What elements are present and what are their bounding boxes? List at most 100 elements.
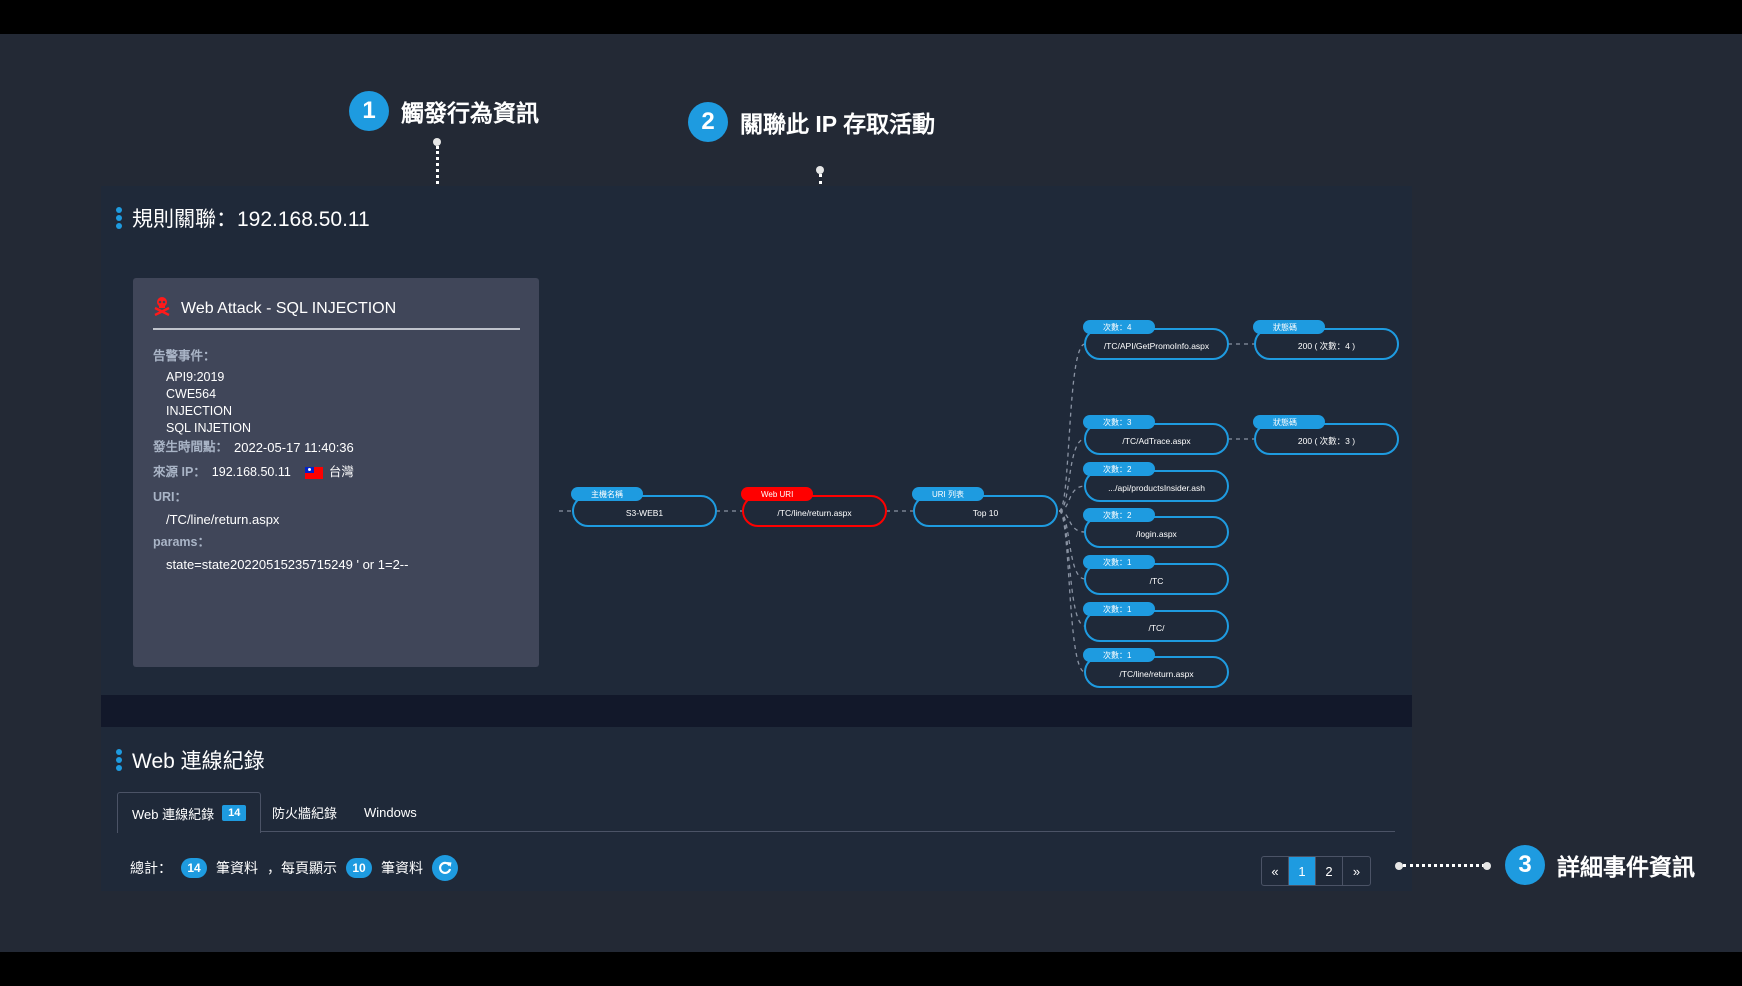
section-marker-icon xyxy=(116,207,122,229)
panel-separator xyxy=(101,695,1412,727)
pagination: « 1 2 » xyxy=(1261,856,1371,886)
node-text: /TC/line/return.aspx xyxy=(1119,669,1194,679)
node-body xyxy=(1084,328,1229,360)
alert-card-header: Web Attack - SQL INJECTION xyxy=(153,296,396,321)
tab-web-log[interactable]: Web 連線紀錄 14 xyxy=(117,792,262,833)
node-web-uri[interactable]: Web URI/TC/line/return.aspx xyxy=(741,487,887,527)
annotation-label: 關聯此 IP 存取活動 xyxy=(740,111,936,137)
graph-edge xyxy=(1058,510,1086,673)
node-text: /login.aspx xyxy=(1136,529,1177,539)
annotation-trigger-info: 1 觸發行為資訊 xyxy=(349,91,539,131)
uri-label: URI： xyxy=(153,490,188,504)
node-uri-item[interactable]: 次數：1/TC xyxy=(1083,555,1229,595)
pagination-next-button[interactable]: » xyxy=(1352,863,1361,879)
annotation-number-badge: 1 xyxy=(349,91,389,131)
node-body xyxy=(1084,563,1229,595)
node-tag xyxy=(912,487,984,501)
pagination-prev-button[interactable]: « xyxy=(1262,857,1289,885)
letterbox-bottom xyxy=(0,952,1742,986)
skull-crossbones-icon xyxy=(153,296,171,321)
divider xyxy=(153,328,520,330)
node-body xyxy=(572,495,717,527)
refresh-button[interactable] xyxy=(432,855,458,881)
annotation-label: 觸發行為資訊 xyxy=(401,100,539,126)
connector-dot xyxy=(816,166,824,174)
node-text: .../api/productsInsider.ash xyxy=(1108,483,1205,493)
tab-windows[interactable]: Windows xyxy=(350,792,431,832)
section-title-text: Web 連線紀錄 xyxy=(132,750,265,773)
graph-edge xyxy=(1058,438,1086,512)
records-label: 筆資料 xyxy=(216,860,258,876)
section-marker-icon xyxy=(116,749,122,771)
node-tag xyxy=(1253,415,1325,429)
annotation-label: 詳細事件資訊 xyxy=(1557,854,1695,880)
node-tag xyxy=(1253,320,1325,334)
source-ip-label: 來源 IP： xyxy=(153,465,206,479)
count-badge: 14 xyxy=(222,805,247,821)
alert-event-item: API9:2019 xyxy=(166,370,225,384)
pagination-page-1[interactable]: 1 xyxy=(1289,857,1316,885)
alert-detail-card: Web Attack - SQL INJECTION 告警事件： API9:20… xyxy=(133,278,539,667)
node-text: /TC/line/return.aspx xyxy=(777,508,852,518)
node-body xyxy=(1254,423,1399,455)
per-page-count-badge: 10 xyxy=(346,858,372,878)
annotation-number-badge: 3 xyxy=(1505,845,1545,885)
tab-label: 防火牆紀錄 xyxy=(272,805,338,821)
refresh-icon xyxy=(439,861,452,874)
node-uri-item[interactable]: 次數：1/TC/line/return.aspx xyxy=(1083,648,1229,688)
node-tag-label: 次數：3 xyxy=(1103,417,1132,427)
node-body xyxy=(913,495,1058,527)
node-tag-label: 次數：1 xyxy=(1103,604,1132,614)
node-tag xyxy=(1083,508,1155,522)
total-count-badge: 14 xyxy=(181,858,207,878)
tab-label: Windows xyxy=(364,804,417,820)
node-tag-label: 次數：2 xyxy=(1103,510,1132,520)
node-body xyxy=(742,495,887,527)
node-tag-label: 狀態碼 xyxy=(1273,417,1297,427)
node-body xyxy=(1084,610,1229,642)
graph-edge xyxy=(1058,510,1086,627)
node-text: Top 10 xyxy=(973,508,999,518)
alert-event-item: SQL INJETION xyxy=(166,421,251,435)
node-tag xyxy=(741,487,813,501)
graph-edge xyxy=(1058,343,1086,512)
graph-edge xyxy=(1058,510,1086,533)
node-text: /TC/ xyxy=(1148,623,1165,633)
node-uri-item[interactable]: 次數：2/login.aspx xyxy=(1083,508,1229,548)
annotation-number-badge: 2 xyxy=(688,102,728,142)
node-uri-item[interactable]: 次數：4/TC/API/GetPromoInfo.aspx xyxy=(1083,320,1229,360)
node-text: S3-WEB1 xyxy=(626,508,664,518)
total-label: 總計： xyxy=(130,860,172,876)
node-tag-label: 狀態碼 xyxy=(1273,322,1297,332)
node-uri-item[interactable]: 次數：3/TC/AdTrace.aspx xyxy=(1083,415,1229,455)
node-text: /TC xyxy=(1150,576,1164,586)
uri-value: /TC/line/return.aspx xyxy=(166,512,280,527)
time-label: 發生時間點： xyxy=(153,440,229,454)
connector-dot xyxy=(1395,862,1403,870)
node-uri-item[interactable]: 次數：1/TC/ xyxy=(1083,602,1229,642)
node-text: /TC/AdTrace.aspx xyxy=(1122,436,1191,446)
tab-firewall-log[interactable]: 防火牆紀錄 xyxy=(258,792,351,832)
graph-edge xyxy=(1058,485,1086,512)
annotation-ip-activity: 2 關聯此 IP 存取活動 xyxy=(688,102,935,142)
per-page-label: ，每頁顯示 xyxy=(267,860,337,876)
node-tag-label: 次數：2 xyxy=(1103,464,1132,474)
node-uri-item[interactable]: 次數：2 .../api/productsInsider.ash xyxy=(1083,462,1229,502)
pagination-page-2[interactable]: 2 xyxy=(1316,857,1343,885)
records-label: 筆資料 xyxy=(381,860,423,876)
taiwan-flag-icon xyxy=(304,466,323,479)
node-tag xyxy=(1083,555,1155,569)
web-log-title: Web 連線紀錄 xyxy=(116,745,265,775)
country-name: 台灣 xyxy=(328,465,354,479)
node-body xyxy=(1084,516,1229,548)
node-tag-label: 次數：1 xyxy=(1103,557,1132,567)
records-summary: 總計： 14 筆資料 ，每頁顯示 10 筆資料 xyxy=(130,855,458,881)
node-body xyxy=(1084,423,1229,455)
params-label: params： xyxy=(153,535,210,549)
annotation-event-details: 3 詳細事件資訊 xyxy=(1505,845,1695,885)
